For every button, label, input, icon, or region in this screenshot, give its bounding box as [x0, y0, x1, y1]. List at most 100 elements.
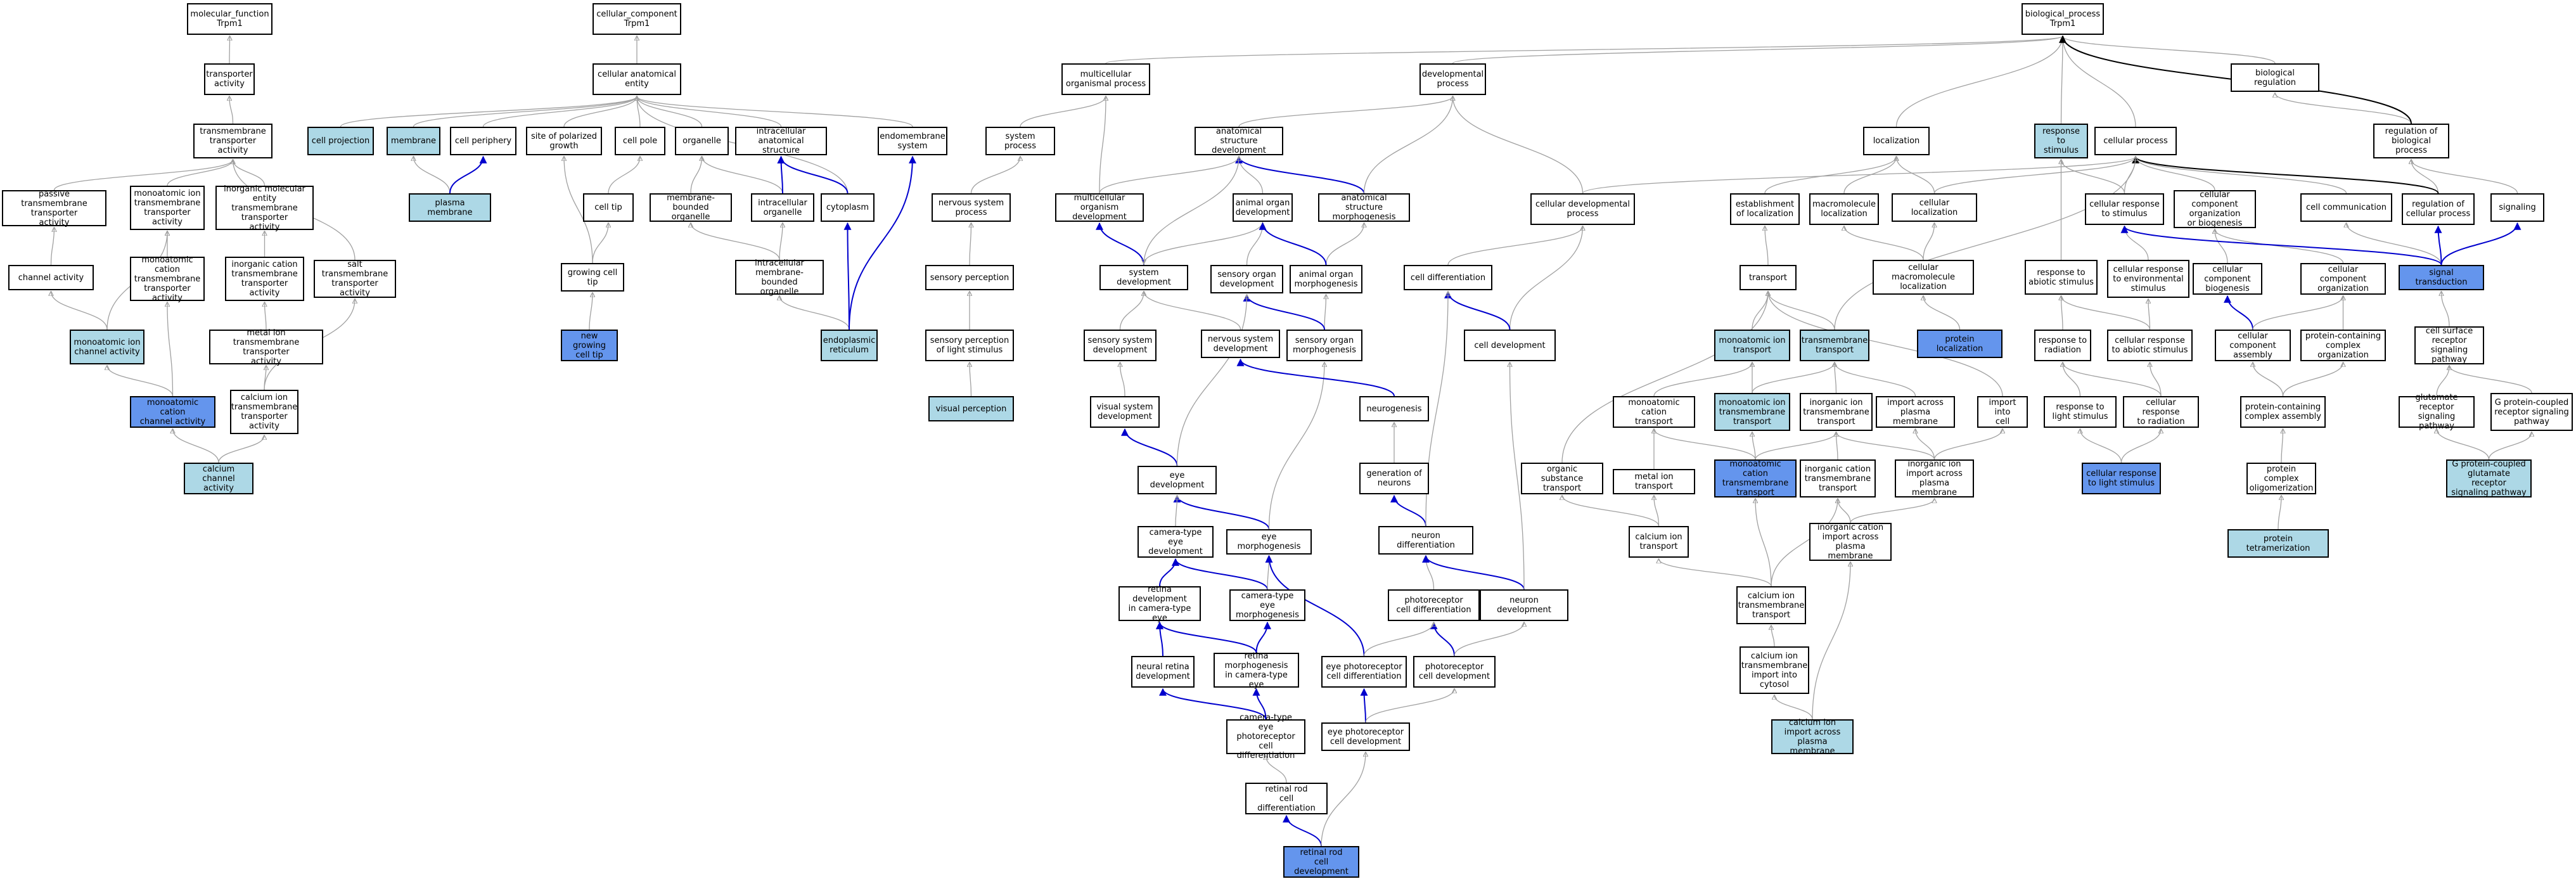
- go-term-cc-organization: cellular component organization: [2300, 263, 2386, 295]
- edge-cc-biogenesis-to-cc-org-biogen: [2215, 229, 2228, 264]
- edge-sensory-sys-dev-to-system-dev: [1119, 292, 1144, 330]
- go-term-calcium-ion-tm-import-cytosol: calcium ion transmembrane import into cy…: [1740, 646, 1809, 694]
- go-term-sens-perc-light: sensory perception of light stimulus: [925, 330, 1014, 361]
- edge-bio-regulation-to-bp: [2063, 36, 2276, 64]
- edge-intra-mem-bounded-to-membrane-bounded-org: [691, 223, 780, 260]
- go-term-eye-photo-dev: eye photoreceptor cell development: [1321, 722, 1410, 751]
- go-term-passive-tm: passive transmembrane transporter activi…: [2, 189, 106, 228]
- edge-er-to-endomembrane: [849, 155, 916, 330]
- go-term-gen-neurons: generation of neurons: [1359, 463, 1429, 494]
- go-term-import-across-pm: import across plasma membrane: [1876, 396, 1955, 428]
- edge-calcium-channel-to-monoatomic-cation-channel: [173, 429, 219, 463]
- go-term-bio-regulation: biological regulation: [2231, 63, 2319, 92]
- go-term-inorganic-cation-tm-transport: inorganic cation transmembrane transport: [1800, 459, 1876, 497]
- edge-system-dev-to-multicell-org-dev: [1096, 222, 1144, 266]
- edge-signal-transduction-to-cell-comm: [2347, 223, 2442, 266]
- edge-er-to-cytoplasm: [843, 222, 852, 330]
- edge-cell-projection-to-cell-anat: [340, 96, 638, 127]
- go-term-reg-cell-proc: regulation of cellular process: [2402, 193, 2475, 225]
- edge-inorganic-cation-import-to-inorganic-ion-import: [1850, 499, 1935, 523]
- edge-cc-org-biogen-to-cellular-process: [2136, 157, 2215, 191]
- edge-new-growing-tip-to-growing-cell-tip: [589, 293, 593, 330]
- go-term-monoatomic-cation-tm: monoatomic cation transmembrane transpor…: [130, 255, 205, 303]
- edge-neuron-diff-to-gen-neurons: [1390, 494, 1426, 527]
- edge-inorganic-ion-import-to-import-into-cell: [1933, 429, 2003, 460]
- go-term-camera-photo-diff: camera-type eye photoreceptor cell diffe…: [1226, 713, 1305, 760]
- edge-cell-diff-to-cell-dev-proc: [1447, 226, 1583, 266]
- go-term-signaling: signaling: [2490, 193, 2544, 222]
- edge-membrane-bounded-org-to-organelle: [690, 157, 702, 194]
- edge-metal-ion-tm-to-inorganic-cation-tm: [265, 302, 267, 330]
- edge-developmental-proc-to-bp: [1452, 36, 2063, 64]
- go-term-localization: localization: [1863, 127, 1930, 155]
- edge-reg-cell-proc-to-reg-bio-proc: [2411, 160, 2439, 194]
- edge-cell-dev-proc-to-developmental-proc: [1453, 96, 1584, 194]
- edge-reg-cell-proc-to-cellular-process: [2132, 155, 2439, 194]
- edge-neuron-dev-to-neuron-diff: [1422, 555, 1525, 590]
- go-term-cc: cellular_component Trpm1: [593, 3, 681, 35]
- go-term-response-stim: response to stimulus: [2034, 124, 2088, 158]
- edge-inorganic-cation-import-to-inorganic-cation-tm-transport: [1838, 499, 1851, 523]
- edge-retina-morph-to-camera-eye-morph: [1255, 621, 1271, 653]
- edge-protein-loc-to-cell-macromol-loc: [1923, 296, 1961, 330]
- go-term-membrane: membrane: [387, 127, 440, 155]
- go-term-prot-complex-oligo: protein complex oligomerization: [2246, 463, 2316, 494]
- edge-cell-resp-light-to-cell-resp-radiation: [2120, 429, 2162, 463]
- edge-intracellular-org-to-intracellular-anat: [777, 155, 785, 194]
- edge-cell-comm-to-cellular-process: [2136, 157, 2347, 194]
- edge-calcium-ion-transport-to-metal-ion-transport: [1654, 496, 1660, 527]
- go-term-camera-eye-dev: camera-type eye development: [1137, 526, 1214, 558]
- edge-neuron-diff-to-cell-diff: [1425, 292, 1448, 527]
- go-term-camera-eye-morph: camera-type eye morphogenesis: [1229, 589, 1305, 621]
- go-term-inorganic-mol-tm: inorganic molecular entity transmembrane…: [215, 184, 314, 232]
- go-term-monoatomic-ion-channel: monoatomic ion channel activity: [70, 330, 144, 364]
- edge-cell-resp-radiation-to-cell-resp-abiotic: [2150, 363, 2162, 397]
- go-term-g-glutamate: G protein-coupled glutamate receptor sig…: [2446, 459, 2532, 497]
- edge-inorganic-ion-tm-transport-to-tm-transport: [1835, 363, 1836, 394]
- go-term-protein-tetramer: protein tetramerization: [2227, 529, 2329, 558]
- edge-multicell-org-dev-to-multicell-org: [1099, 96, 1106, 194]
- edge-cell-dev-to-cell-diff: [1444, 290, 1511, 330]
- edge-cellular-loc-to-cellular-process: [1933, 157, 2136, 194]
- go-term-cell-projection: cell projection: [307, 127, 374, 155]
- go-term-growing-cell-tip: growing cell tip: [561, 263, 624, 292]
- edge-monoatomic-cation-tm-transport-to-inorganic-ion-tm-transport: [1755, 432, 1836, 460]
- go-term-organelle: organelle: [675, 127, 729, 155]
- edge-passive-tm-to-tm-transporter: [53, 160, 233, 191]
- edge-monoatomic-cation-tm-transport-to-monoatomic-ion-tm-transport: [1752, 432, 1756, 460]
- go-term-multicell-org: multicellular organismal process: [1061, 63, 1150, 95]
- edge-signal-transduction-to-cell-resp-stim: [2120, 225, 2442, 266]
- edge-visual-sys-dev-to-sensory-sys-dev: [1120, 363, 1125, 397]
- edge-intra-mem-bounded-to-intracellular-org: [779, 223, 783, 260]
- edge-cell-macromol-loc-to-cellular-loc: [1923, 223, 1935, 260]
- edge-cellular-process-to-bp: [2063, 36, 2136, 127]
- go-term-glutamate-rec: glutamate receptor signaling pathway: [2399, 393, 2475, 431]
- edge-eye-dev-to-sensory-organ-dev: [1176, 295, 1247, 466]
- edge-plasma-membrane-to-cell-periphery: [449, 155, 487, 194]
- edge-sensory-perception-to-nervous-sys-proc: [970, 223, 971, 266]
- go-term-eye-photo-diff: eye photoreceptor cell differentiation: [1321, 656, 1407, 688]
- go-term-calcium-ion-import-pm: calcium ion import across plasma membran…: [1771, 718, 1854, 756]
- go-term-intracellular-org: intracellular organelle: [751, 193, 814, 222]
- edge-calcium-ion-import-pm-to-inorganic-cation-import: [1812, 562, 1850, 720]
- go-term-protein-loc: protein localization: [1917, 330, 2002, 358]
- go-term-cell-resp-radiation: cellular response to radiation: [2123, 396, 2199, 428]
- go-term-cell-periphery: cell periphery: [450, 127, 516, 155]
- edge-nervous-sys-dev-to-system-dev: [1144, 292, 1241, 330]
- edge-prot-complex-assembly-to-cc-assembly: [2253, 363, 2284, 397]
- edge-camera-eye-morph-to-camera-eye-dev: [1172, 558, 1268, 590]
- edge-inorganic-cation-tm-transport-to-inorganic-ion-tm-transport: [1836, 432, 1838, 460]
- edge-eye-morph-to-eye-dev: [1173, 494, 1270, 530]
- go-term-intracellular-anat: intracellular anatomical structure: [735, 127, 827, 155]
- go-term-cell-dev: cell development: [1464, 330, 1556, 361]
- go-term-cell-resp-abiotic: cellular response to abiotic stimulus: [2107, 330, 2193, 361]
- go-term-nervous-sys-proc: nervous system process: [932, 193, 1011, 222]
- edge-cc-organization-to-cc-org-biogen: [2215, 229, 2344, 264]
- go-term-cellular-loc: cellular localization: [1892, 193, 1977, 222]
- edge-growing-cell-tip-to-site-polarized: [564, 157, 593, 264]
- go-term-inorganic-ion-import: inorganic ion import across plasma membr…: [1895, 459, 1974, 497]
- go-term-eye-dev: eye development: [1137, 466, 1217, 494]
- go-term-resp-abiotic: response to abiotic stimulus: [2025, 260, 2098, 295]
- edge-monoatomic-cation-transport-to-monoatomic-ion-transport: [1653, 363, 1752, 397]
- edge-camera-eye-dev-to-eye-dev: [1176, 496, 1177, 527]
